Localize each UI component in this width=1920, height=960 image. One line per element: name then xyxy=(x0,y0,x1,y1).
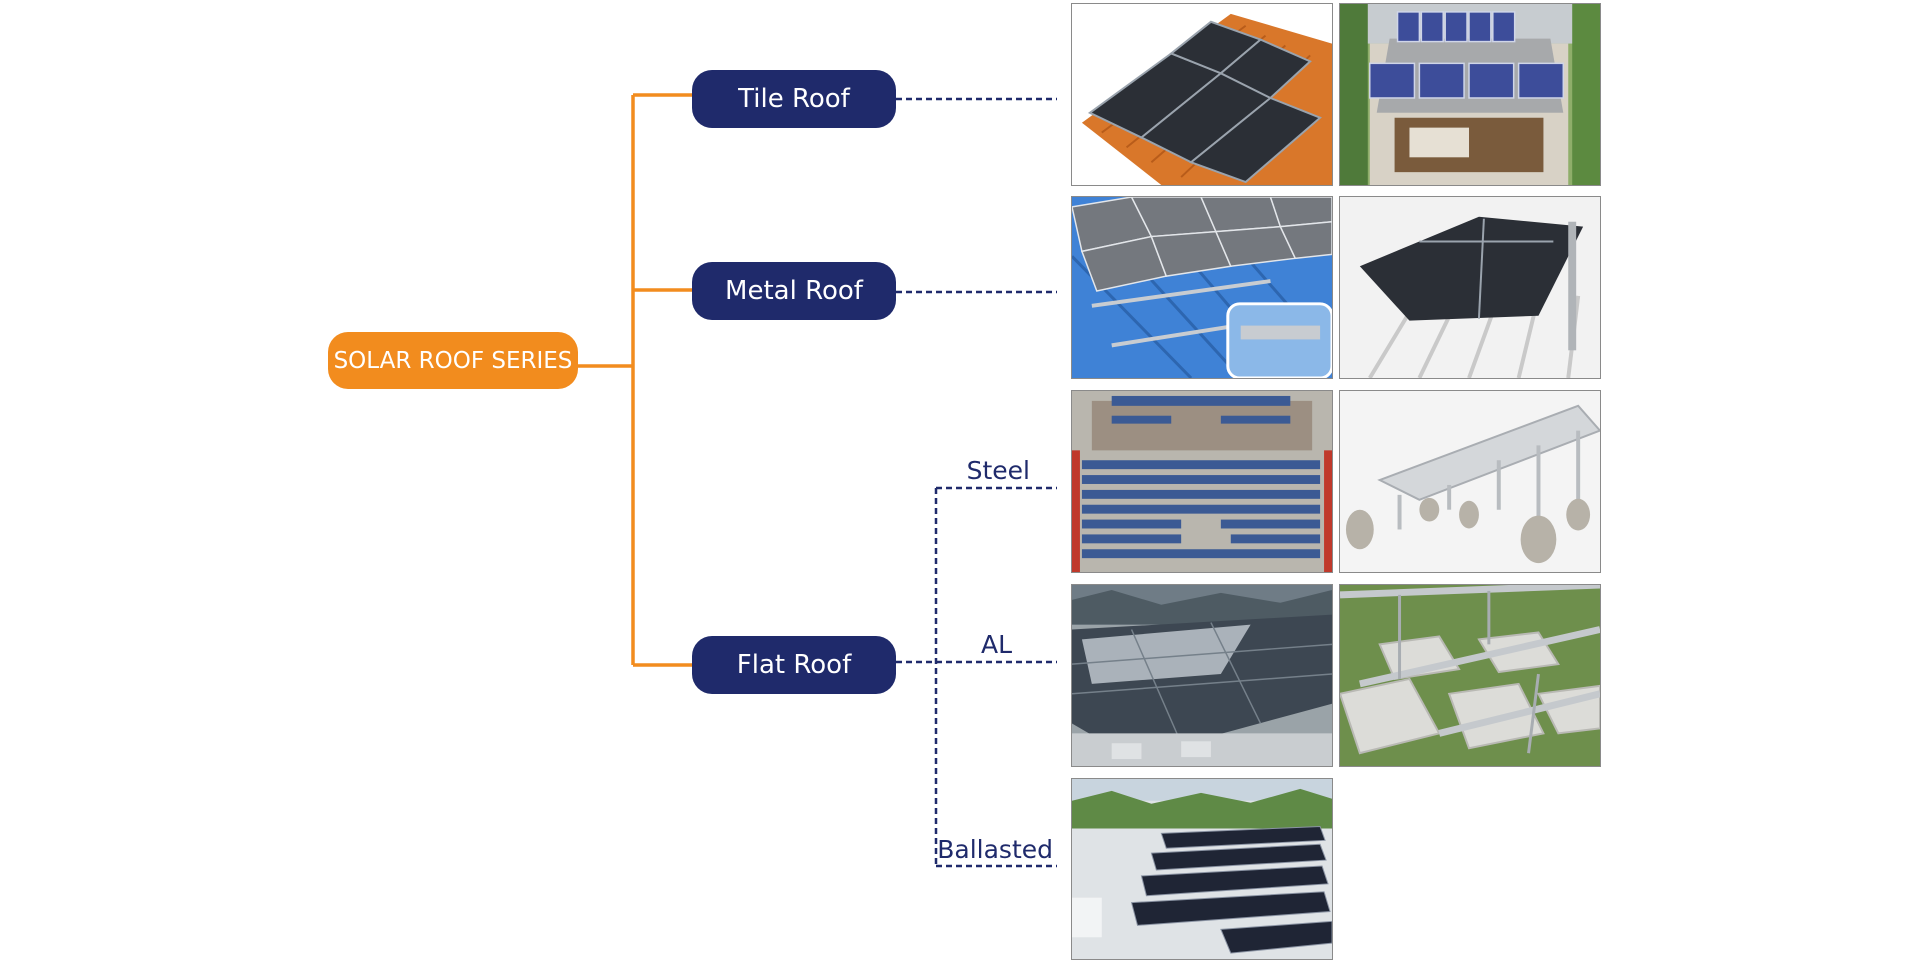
label-al: AL xyxy=(980,630,1012,659)
photo-tile-roof-house xyxy=(1339,3,1601,186)
label-steel: Steel xyxy=(966,456,1030,485)
photo-metal-roof-clamp xyxy=(1339,196,1601,379)
dashed-lines xyxy=(896,97,1057,868)
category-tile-roof: Tile Roof xyxy=(692,70,896,128)
photo-steel-aerial xyxy=(1071,390,1333,573)
category-flat-roof: Flat Roof xyxy=(692,636,896,694)
photo-al-panels xyxy=(1071,584,1333,767)
root-node: SOLAR ROOF SERIES xyxy=(328,332,578,389)
category-metal-roof: Metal Roof xyxy=(692,262,896,320)
photo-tile-roof-render xyxy=(1071,3,1333,186)
photo-al-ballast-blocks xyxy=(1339,584,1601,767)
orange-tree-lines xyxy=(578,93,692,667)
label-ballasted: Ballasted xyxy=(937,835,1053,864)
photo-ballasted-roof xyxy=(1071,778,1333,960)
photo-metal-roof-render xyxy=(1071,196,1333,379)
photo-steel-structure xyxy=(1339,390,1601,573)
